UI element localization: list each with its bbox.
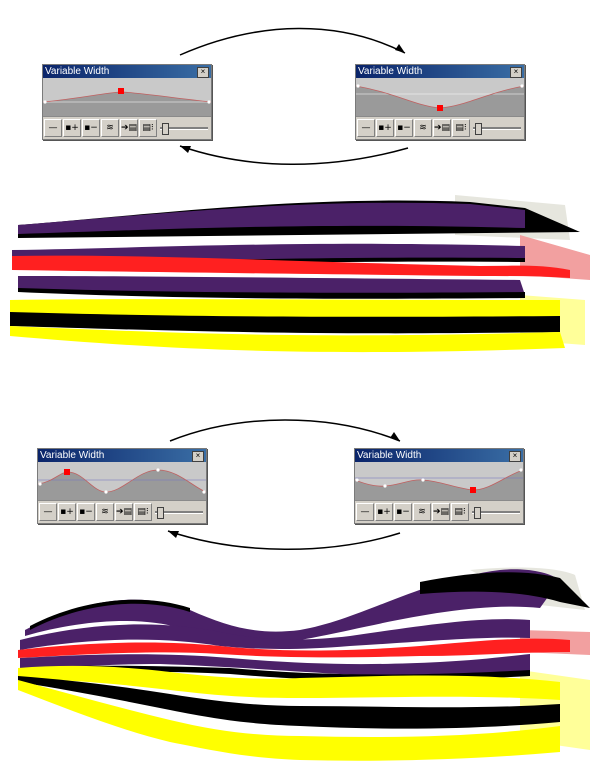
- stroke-yellow-2: [10, 326, 565, 353]
- close-button[interactable]: ×: [509, 451, 521, 462]
- stroke-yellow-1: [18, 665, 560, 700]
- wave-icon[interactable]: ≋: [101, 119, 119, 137]
- distribute-icon[interactable]: ▤⁝: [134, 503, 152, 521]
- control-point[interactable]: [64, 469, 70, 475]
- distribute-icon[interactable]: ▤⁝: [452, 119, 470, 137]
- ribbon-strokes-top: [10, 195, 590, 353]
- width-slider[interactable]: [153, 504, 205, 520]
- cycle-arrow-bottom-left: [167, 530, 401, 550]
- stroke-red: [12, 255, 570, 278]
- add-point-icon[interactable]: ▪+: [375, 503, 393, 521]
- distribute-icon[interactable]: ▤⁝: [139, 119, 157, 137]
- apply-width-icon[interactable]: ➔▤: [115, 503, 133, 521]
- remove-point-icon[interactable]: ▪−: [394, 503, 412, 521]
- variable-width-panel-3: Variable Width × — ▪+ ▪− ≋ ➔▤ ▤⁝: [37, 448, 207, 524]
- cycle-arrow-top-right: [169, 419, 401, 442]
- wave-icon[interactable]: ≋: [96, 503, 114, 521]
- add-point-icon[interactable]: ▪+: [376, 119, 394, 137]
- line-icon[interactable]: —: [44, 119, 62, 137]
- remove-point-icon[interactable]: ▪−: [395, 119, 413, 137]
- width-slider[interactable]: [471, 120, 523, 136]
- stroke-yellow-2: [18, 680, 560, 761]
- width-curve-graph[interactable]: [38, 462, 206, 501]
- wave-icon[interactable]: ≋: [414, 119, 432, 137]
- stroke-black: [18, 676, 560, 729]
- close-button[interactable]: ×: [197, 67, 209, 78]
- panel-title: Variable Width: [358, 66, 423, 77]
- control-point[interactable]: [118, 88, 124, 94]
- apply-width-icon[interactable]: ➔▤: [433, 119, 451, 137]
- add-point-icon[interactable]: ▪+: [63, 119, 81, 137]
- line-icon[interactable]: —: [356, 503, 374, 521]
- stroke-purple-3: [18, 276, 525, 296]
- line-icon[interactable]: —: [357, 119, 375, 137]
- distribute-icon[interactable]: ▤⁝: [451, 503, 469, 521]
- wave-icon[interactable]: ≋: [413, 503, 431, 521]
- cycle-arrow-top-right: [179, 27, 406, 56]
- cycle-arrow-bottom-left: [179, 145, 409, 165]
- width-curve-graph[interactable]: [355, 462, 523, 501]
- remove-point-icon[interactable]: ▪−: [77, 503, 95, 521]
- width-slider[interactable]: [158, 120, 210, 136]
- remove-point-icon[interactable]: ▪−: [82, 119, 100, 137]
- close-button[interactable]: ×: [510, 67, 522, 78]
- control-point[interactable]: [470, 487, 476, 493]
- control-point[interactable]: [437, 105, 443, 111]
- stroke-purple-2: [20, 619, 530, 650]
- line-icon[interactable]: —: [39, 503, 57, 521]
- close-button[interactable]: ×: [192, 451, 204, 462]
- stroke-red: [18, 638, 570, 658]
- width-curve-graph[interactable]: [43, 78, 211, 117]
- width-curve-graph[interactable]: [356, 78, 524, 117]
- variable-width-panel-1: Variable Width × — ▪+ ▪− ≋ ➔▤ ▤⁝: [42, 64, 212, 140]
- stroke-purple-3: [20, 654, 530, 677]
- add-point-icon[interactable]: ▪+: [58, 503, 76, 521]
- panel-title: Variable Width: [45, 66, 110, 77]
- variable-width-panel-4: Variable Width × — ▪+ ▪− ≋ ➔▤ ▤⁝: [354, 448, 524, 524]
- panel-title: Variable Width: [40, 450, 105, 461]
- apply-width-icon[interactable]: ➔▤: [120, 119, 138, 137]
- ribbon-strokes-bottom: [18, 567, 590, 761]
- variable-width-panel-2: Variable Width × — ▪+ ▪− ≋ ➔▤ ▤⁝: [355, 64, 525, 140]
- width-slider[interactable]: [470, 504, 522, 520]
- apply-width-icon[interactable]: ➔▤: [432, 503, 450, 521]
- stroke-black: [10, 312, 560, 334]
- panel-title: Variable Width: [357, 450, 422, 461]
